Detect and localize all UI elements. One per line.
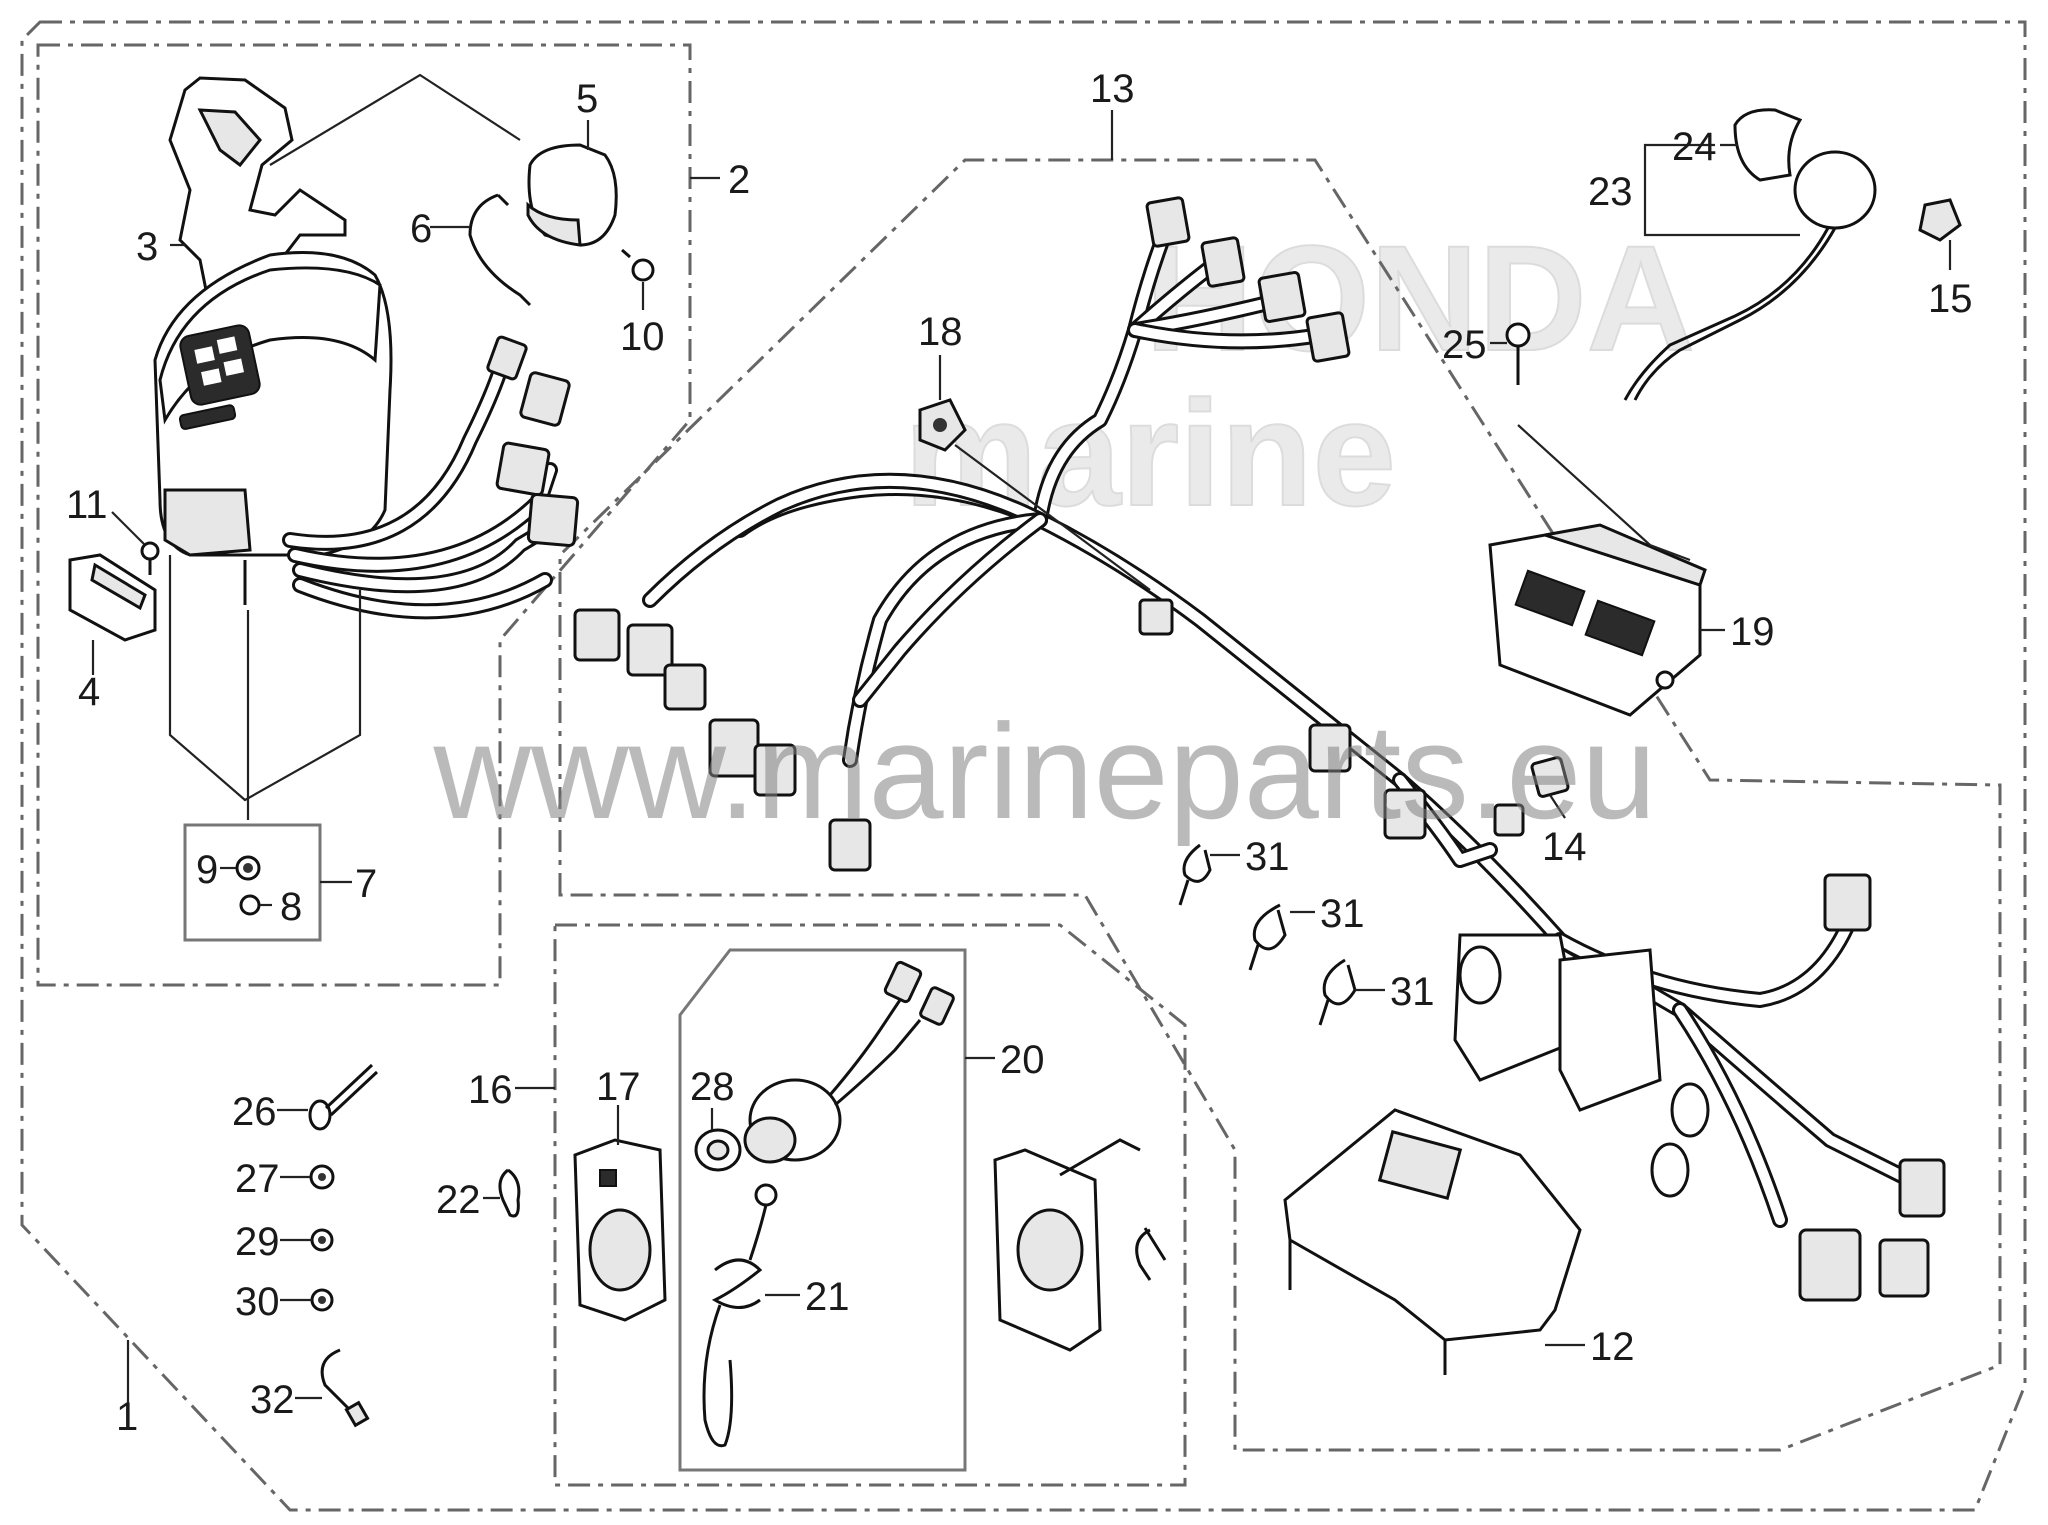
callout-22: 22	[436, 1178, 481, 1222]
switch-panel-boundary	[553, 923, 1187, 1487]
callout-8: 8	[280, 885, 302, 929]
callout-13: 13	[1090, 67, 1135, 111]
switch-panel-right	[993, 1138, 1141, 1352]
brand-watermark: HONDA marine	[903, 213, 1696, 538]
callout-10: 10	[620, 315, 665, 359]
connector-14	[1530, 756, 1570, 798]
callout-3: 3	[136, 225, 158, 269]
remote-control-box	[153, 76, 393, 605]
clip-22	[498, 1168, 521, 1218]
callout-15: 15	[1928, 277, 1973, 321]
control-box-wires	[282, 335, 580, 620]
callout-31c: 31	[1390, 970, 1435, 1014]
switch-panel-17	[573, 1138, 667, 1322]
clip-6	[468, 193, 532, 307]
ignition-switch	[743, 960, 955, 1164]
screw-10	[621, 248, 655, 282]
mounting-bracket	[1283, 1108, 1582, 1375]
callout-30: 30	[235, 1280, 280, 1324]
callout-29: 29	[235, 1220, 280, 1264]
callout-19: 19	[1730, 610, 1775, 654]
clip-32	[320, 1348, 370, 1428]
cover-plate	[68, 553, 157, 642]
ignition-switch-boundary	[678, 948, 967, 1472]
callout-9: 9	[196, 848, 218, 892]
callout-26: 26	[232, 1090, 277, 1134]
callout-6: 6	[410, 207, 432, 251]
washer-29	[310, 1228, 334, 1252]
callout-17: 17	[596, 1065, 641, 1109]
url-watermark: www.marineparts.eu	[433, 696, 1657, 847]
callout-21: 21	[805, 1275, 850, 1319]
callout-4: 4	[78, 670, 100, 714]
callout-18: 18	[918, 310, 963, 354]
small-part-15	[1918, 198, 1962, 242]
control-box-boundary	[36, 43, 692, 987]
buzzer-assembly	[1623, 108, 1877, 401]
bolt-26	[308, 1063, 379, 1131]
callout-32: 32	[250, 1378, 295, 1422]
callout-1: 1	[116, 1395, 138, 1439]
screw-25	[1505, 322, 1531, 385]
callout-14: 14	[1542, 825, 1587, 869]
callout-31a: 31	[1245, 835, 1290, 879]
washer-28	[694, 1128, 742, 1172]
callout-20: 20	[1000, 1038, 1045, 1082]
callout-12: 12	[1590, 1325, 1635, 1369]
assembly-boundary-main	[20, 20, 2027, 1512]
lever-grip	[526, 143, 618, 247]
band-clips	[1178, 843, 1357, 1026]
callout-2: 2	[728, 158, 750, 202]
callout-27: 27	[235, 1157, 280, 1201]
grommet-18	[918, 398, 967, 452]
callout-7: 7	[355, 862, 377, 906]
callout-5: 5	[576, 77, 598, 121]
harness-boundary	[558, 158, 2002, 1452]
nut-27	[309, 1164, 335, 1190]
callout-31b: 31	[1320, 892, 1365, 936]
callout-28: 28	[690, 1065, 735, 1109]
washer-30	[310, 1288, 334, 1312]
ecu-unit	[1488, 523, 1707, 717]
callout-labels: 1 2 3 4 5 6 7 8 9 10 11 12 13 14 15 16 1…	[66, 67, 1973, 1439]
callout-25: 25	[1442, 323, 1487, 367]
callout-24: 24	[1672, 125, 1717, 169]
washer-9	[235, 855, 261, 881]
callout-23: 23	[1588, 170, 1633, 214]
emergency-lanyard	[702, 1183, 778, 1448]
screw-11	[140, 541, 160, 575]
harness-connectors	[573, 196, 1946, 1302]
nut-8	[239, 894, 261, 916]
clip-small	[1135, 1227, 1167, 1281]
brand-watermark-line2: marine	[904, 369, 1396, 537]
callout-16: 16	[468, 1068, 513, 1112]
callout-11: 11	[66, 483, 108, 527]
leader-lines	[91, 73, 1952, 1430]
